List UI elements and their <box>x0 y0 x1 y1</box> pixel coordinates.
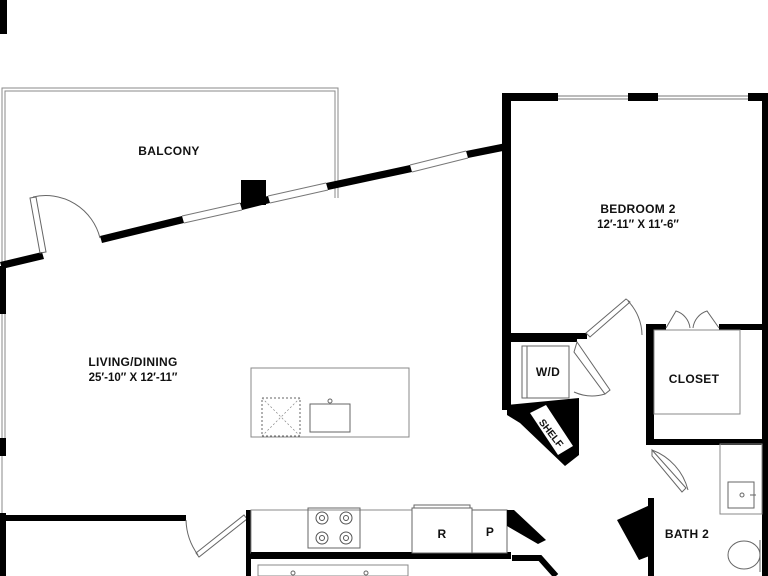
island-sink <box>309 403 351 433</box>
refrigerator <box>411 507 473 554</box>
bedroom-door <box>585 298 643 338</box>
dishwasher <box>261 397 301 437</box>
bath-2 <box>617 443 763 576</box>
wall-fragment <box>0 0 7 34</box>
exterior-sloped-wall <box>0 143 508 269</box>
kitchen-island <box>250 367 410 438</box>
washer-dryer-label: W/D <box>535 365 561 379</box>
pantry-label: P <box>485 525 495 539</box>
window-3 <box>409 150 467 166</box>
pantry <box>471 509 508 554</box>
closet-walls <box>646 310 768 445</box>
kitchen-counter <box>250 507 511 576</box>
balcony-railing <box>1 87 339 262</box>
balcony-door <box>29 195 101 254</box>
washer-dryer <box>521 345 570 399</box>
window-1 <box>181 202 241 217</box>
bedroom-2-label: BEDROOM 2 <box>600 202 676 216</box>
left-wall <box>0 266 6 576</box>
balcony-label: BALCONY <box>138 144 200 158</box>
living-dining-dimensions: 25′-10″ X 12′-11″ <box>88 372 178 384</box>
living-bottom-wall <box>0 510 251 576</box>
closet-label: CLOSET <box>668 372 720 386</box>
window-2 <box>267 182 327 197</box>
laundry <box>507 336 611 466</box>
toilet <box>727 540 761 570</box>
bath-2-label: BATH 2 <box>664 527 710 541</box>
column <box>241 180 266 205</box>
refrigerator-pantry <box>411 504 559 576</box>
vanity <box>719 443 763 515</box>
bedroom-2-dimensions: 12′-11″ X 11′-6″ <box>597 219 679 231</box>
cooktop <box>307 507 361 549</box>
refrigerator-label: R <box>437 527 447 541</box>
living-dining-label: LIVING/DINING <box>88 355 178 369</box>
